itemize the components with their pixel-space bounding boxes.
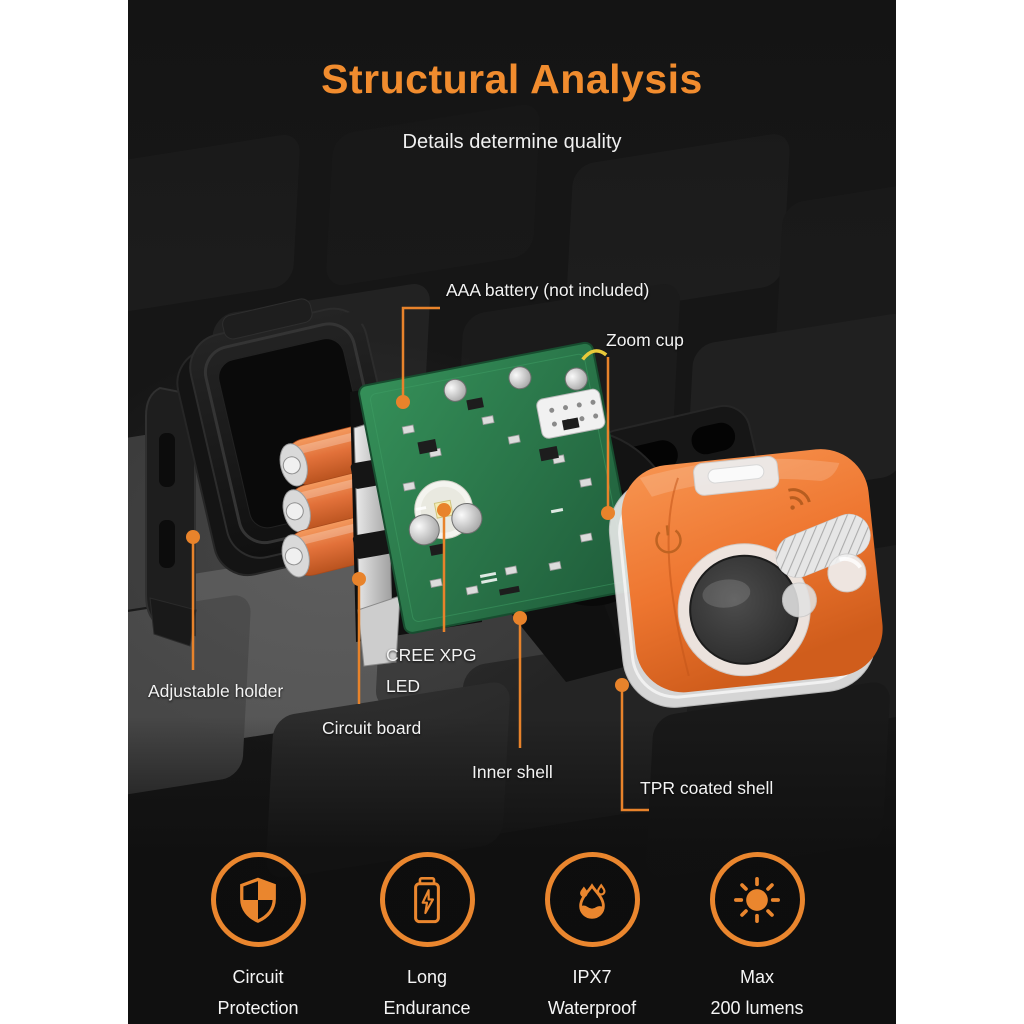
label-circuit-board: Circuit board (322, 718, 422, 738)
wifi-mark-art (787, 488, 811, 510)
adjustable-holder-art (145, 386, 197, 647)
feature-max-lumens: Max 200 lumens (672, 852, 842, 1024)
feature-caption: IPX7 Waterproof (507, 962, 677, 1024)
exploded-view-art (145, 298, 883, 812)
poster-canvas: Structural Analysis Details determine qu… (128, 0, 896, 1024)
feature-caption-line1: Circuit (232, 967, 284, 987)
switch-mark-art (655, 525, 682, 554)
circuit-board-art (358, 341, 640, 634)
feature-ipx7-waterproof: IPX7 Waterproof (507, 852, 677, 1024)
tpr-shell-art (608, 449, 883, 708)
label-inner-shell: Inner shell (472, 762, 553, 782)
feature-caption: Long Endurance (342, 962, 512, 1024)
water-drop-icon (544, 852, 640, 947)
label-zoom-cup: Zoom cup (606, 330, 684, 350)
feature-caption: Circuit Protection (173, 962, 343, 1024)
feature-caption-line1: Long (406, 967, 448, 987)
sun-icon (709, 852, 805, 947)
feature-caption-line2: 200 lumens (710, 998, 804, 1018)
callout-dots (186, 395, 629, 692)
label-tpr-shell: TPR coated shell (640, 778, 774, 798)
feature-caption-line1: Max (739, 967, 774, 987)
feature-caption-line2: Waterproof (547, 998, 637, 1018)
label-adjustable-holder: Adjustable holder (148, 681, 284, 701)
feature-long-endurance: Long Endurance (342, 852, 512, 1024)
page-subtitle: Details determine quality (402, 131, 622, 153)
page-title: Structural Analysis (321, 56, 703, 102)
feature-caption: Max 200 lumens (672, 962, 842, 1024)
feature-caption-line2: Protection (217, 998, 299, 1018)
label-cree-line2: LED (386, 676, 421, 696)
feature-circuit-protection: Circuit Protection (173, 852, 343, 1024)
shield-icon (210, 852, 306, 947)
callout-lines (191, 306, 649, 812)
feature-caption-line1: IPX7 (572, 967, 612, 987)
label-cree-line1: CREE XPG (386, 645, 477, 665)
feature-caption-line2: Endurance (383, 998, 471, 1018)
battery-icon (379, 852, 475, 947)
label-aaa-battery: AAA battery (not included) (446, 280, 650, 300)
label-cree-xpg-led: CREE XPG LED (386, 640, 476, 702)
